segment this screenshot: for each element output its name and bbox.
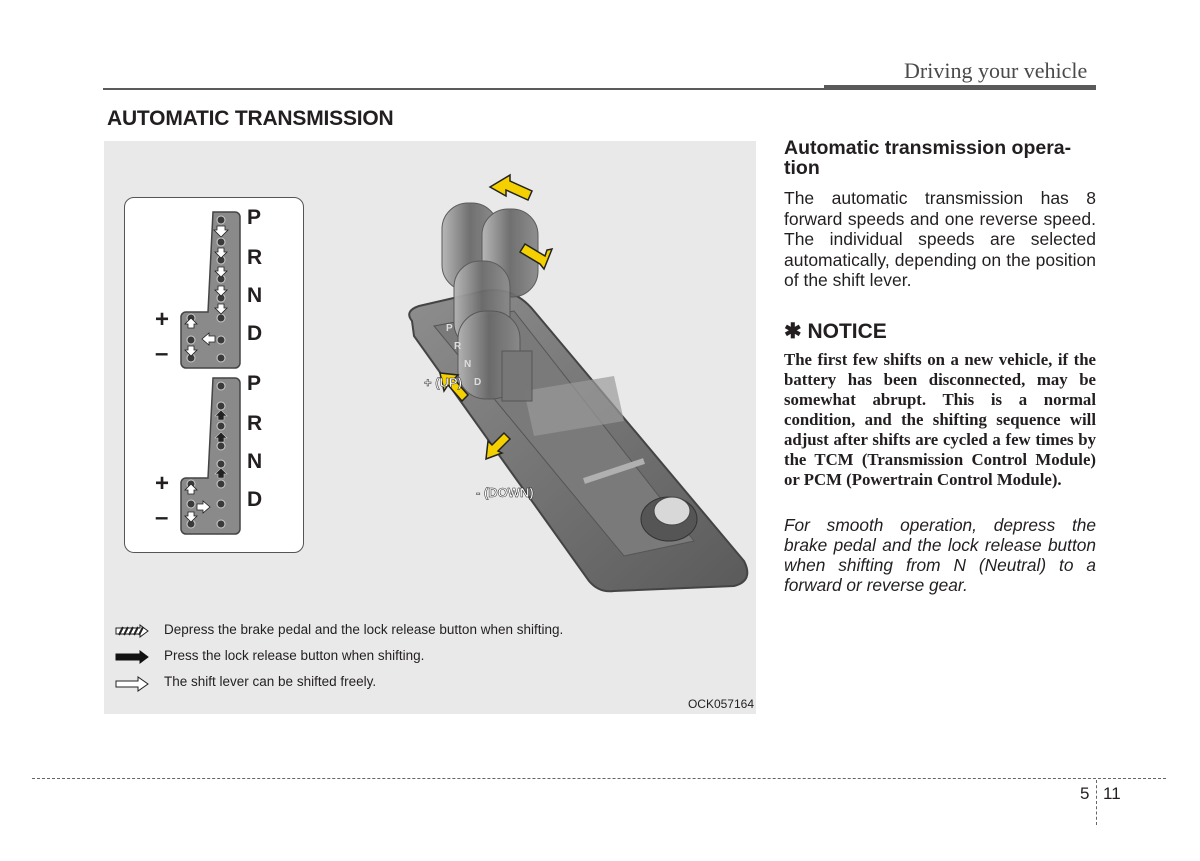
shift-lever-figure: P R N D P R N D + – + – bbox=[104, 141, 756, 714]
gate-letter-r: R bbox=[454, 341, 462, 352]
gear-label-p: P bbox=[247, 372, 262, 395]
gear-label-r: R bbox=[247, 412, 263, 435]
subheading-line: tion bbox=[784, 157, 820, 179]
subheading: Automatic transmission opera- tion bbox=[784, 138, 1096, 178]
shift-pattern-diagram: P R N D P R N D + – + – bbox=[124, 197, 304, 553]
notice-heading: ✱ NOTICE bbox=[784, 319, 1096, 344]
right-column: Automatic transmission opera- tion The a… bbox=[784, 138, 1096, 595]
page-number-separator bbox=[1096, 780, 1097, 825]
solid-arrow-icon bbox=[115, 650, 149, 664]
page-title: AUTOMATIC TRANSMISSION bbox=[107, 107, 394, 130]
outline-arrow-icon bbox=[115, 676, 149, 692]
legend-text: Depress the brake pedal and the lock rel… bbox=[164, 622, 564, 637]
footer-rule bbox=[32, 778, 1166, 779]
italic-note: For smooth operation, depress the brake … bbox=[784, 514, 1096, 595]
figure-code: OCK057164 bbox=[687, 697, 754, 711]
header-rule-accent bbox=[824, 85, 1096, 90]
plus-label: + bbox=[155, 470, 170, 497]
down-label: - (DOWN) bbox=[476, 485, 534, 500]
gear-label-r: R bbox=[247, 246, 263, 269]
gear-label-n: N bbox=[247, 284, 263, 307]
gear-label-d: D bbox=[247, 322, 263, 345]
minus-label: – bbox=[155, 504, 169, 531]
hatched-arrow-icon bbox=[115, 624, 149, 638]
notice-body: The first few shifts on a new vehicle, i… bbox=[784, 349, 1096, 489]
shift-gate-graphic bbox=[180, 211, 241, 535]
plus-label: + bbox=[155, 306, 170, 333]
gate-letter-n: N bbox=[464, 359, 471, 370]
gear-label-n: N bbox=[247, 450, 263, 473]
up-label: + (UP) bbox=[424, 375, 462, 390]
header-rule bbox=[103, 88, 1096, 90]
minus-label: – bbox=[155, 340, 169, 367]
running-header-title: Driving your vehicle bbox=[904, 58, 1088, 83]
chapter-number: 5 bbox=[1080, 784, 1090, 803]
legend-text: The shift lever can be shifted freely. bbox=[164, 674, 377, 689]
gear-label-d: D bbox=[247, 488, 263, 511]
subheading-line: Automatic transmission opera- bbox=[784, 137, 1072, 159]
notice-title: NOTICE bbox=[807, 319, 887, 343]
gate-letter-p: P bbox=[446, 323, 453, 334]
page-number: 11 bbox=[1103, 784, 1121, 803]
legend-text: Press the lock release button when shift… bbox=[164, 648, 425, 663]
gate-letter-d: D bbox=[474, 377, 481, 388]
asterisk-icon: ✱ bbox=[784, 319, 802, 343]
shift-lever-illustration: + (UP) - (DOWN) P R N D bbox=[408, 173, 749, 593]
gear-label-p: P bbox=[247, 206, 262, 229]
body-paragraph: The automatic transmission has 8 forward… bbox=[784, 188, 1096, 290]
